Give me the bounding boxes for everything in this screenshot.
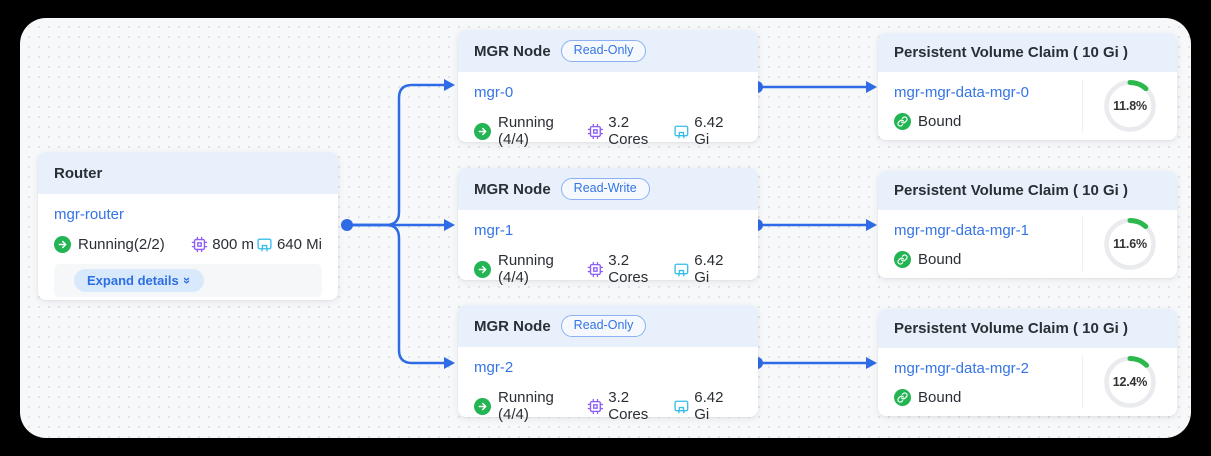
memory-icon — [256, 236, 273, 253]
cpu-icon — [587, 261, 604, 278]
edge-source-dot — [341, 219, 353, 231]
pvc-status-text: Bound — [918, 251, 962, 268]
mgr-status-text: Running (4/4) — [498, 389, 554, 423]
usage-percent-label: 11.8% — [1113, 99, 1147, 113]
mgr-card-header: MGR Node Read-Only — [458, 30, 758, 72]
pvc-card-2[interactable]: Persistent Volume Claim ( 10 Gi ) mgr-mg… — [878, 309, 1177, 416]
mgr-node-card-2[interactable]: MGR Node Read-Only mgr-2 Running (4/4) 3… — [458, 305, 758, 423]
expand-details-label: Expand details — [87, 273, 179, 288]
router-memory-value: 640 Mi — [276, 236, 322, 253]
mgr-card-title: MGR Node — [474, 317, 551, 335]
edge-arrow — [444, 79, 455, 91]
pvc-card-header: Persistent Volume Claim ( 10 Gi ) — [878, 309, 1177, 348]
memory-icon — [673, 261, 690, 278]
bound-link-icon — [894, 113, 911, 130]
mgr-card-header: MGR Node Read-Write — [458, 168, 758, 210]
mgr-name-link[interactable]: mgr-1 — [474, 222, 514, 239]
pvc-name-link[interactable]: mgr-mgr-data-mgr-0 — [894, 84, 1030, 101]
router-status-text: Running(2/2) — [78, 236, 165, 253]
pvc-status-text: Bound — [918, 113, 962, 130]
memory-icon — [673, 398, 690, 415]
mgr-status-text: Running (4/4) — [498, 252, 554, 286]
divider — [1082, 79, 1083, 133]
mgr-memory-value: 6.42 Gi — [694, 252, 724, 286]
mgr-cpu-value: 3.2 Cores — [608, 389, 649, 423]
router-cpu-value: 800 m — [212, 236, 254, 253]
usage-gauge: 11.8% — [1083, 72, 1177, 140]
mode-badge: Read-Write — [560, 178, 650, 200]
pvc-card-1[interactable]: Persistent Volume Claim ( 10 Gi ) mgr-mg… — [878, 171, 1177, 278]
mgr-node-card-0[interactable]: MGR Node Read-Only mgr-0 Running (4/4) 3… — [458, 30, 758, 148]
usage-percent-label: 11.6% — [1113, 237, 1147, 251]
edge-arrow — [866, 219, 877, 231]
mgr-memory-value: 6.42 Gi — [694, 389, 724, 423]
pvc-card-title: Persistent Volume Claim ( 10 Gi ) — [894, 44, 1128, 61]
usage-gauge: 12.4% — [1083, 348, 1177, 416]
usage-percent-label: 12.4% — [1112, 375, 1148, 389]
mgr-card-header: MGR Node Read-Only — [458, 305, 758, 347]
edge-arrow — [866, 81, 877, 93]
pvc-name-link[interactable]: mgr-mgr-data-mgr-1 — [894, 222, 1030, 239]
cpu-icon — [587, 398, 604, 415]
running-status-icon — [474, 397, 491, 415]
chevron-double-down-icon: » — [179, 276, 195, 285]
pvc-status-text: Bound — [918, 389, 962, 406]
mgr-name-link[interactable]: mgr-2 — [474, 359, 514, 376]
bound-link-icon — [894, 251, 911, 268]
mgr-card-title: MGR Node — [474, 42, 551, 60]
mode-badge: Read-Only — [560, 315, 647, 337]
pvc-card-title: Persistent Volume Claim ( 10 Gi ) — [894, 320, 1128, 337]
divider — [1082, 217, 1083, 271]
mgr-cpu-value: 3.2 Cores — [608, 252, 649, 286]
pvc-card-0[interactable]: Persistent Volume Claim ( 10 Gi ) mgr-mg… — [878, 33, 1177, 140]
router-node-card[interactable]: Router mgr-router Running(2/2) 800 m — [38, 152, 338, 300]
mgr-status-text: Running (4/4) — [498, 114, 554, 148]
router-card-title: Router — [54, 164, 103, 182]
mode-badge: Read-Only — [560, 40, 647, 62]
memory-icon — [673, 123, 690, 140]
edge-arrow — [444, 357, 455, 369]
router-name-link[interactable]: mgr-router — [54, 206, 125, 223]
usage-gauge: 11.6% — [1083, 210, 1177, 278]
cpu-icon — [191, 236, 208, 253]
pvc-card-header: Persistent Volume Claim ( 10 Gi ) — [878, 171, 1177, 210]
running-status-icon — [474, 122, 491, 140]
pvc-card-header: Persistent Volume Claim ( 10 Gi ) — [878, 33, 1177, 72]
running-status-icon — [54, 236, 71, 253]
edge-router-mgr2 — [351, 223, 446, 365]
router-card-header: Router — [38, 152, 338, 194]
edge-arrow — [866, 357, 877, 369]
running-status-icon — [474, 260, 491, 278]
expand-details-button[interactable]: Expand details » — [74, 269, 204, 292]
mgr-name-link[interactable]: mgr-0 — [474, 84, 514, 101]
topology-canvas[interactable]: Router mgr-router Running(2/2) 800 m — [20, 18, 1191, 438]
divider — [1082, 355, 1083, 409]
router-card-footer: Expand details » — [54, 264, 322, 297]
mgr-cpu-value: 3.2 Cores — [608, 114, 649, 148]
pvc-name-link[interactable]: mgr-mgr-data-mgr-2 — [894, 360, 1030, 377]
bound-link-icon — [894, 389, 911, 406]
mgr-node-card-1[interactable]: MGR Node Read-Write mgr-1 Running (4/4) … — [458, 168, 758, 286]
edge-router-mgr0 — [351, 83, 446, 227]
cpu-icon — [587, 123, 604, 140]
mgr-memory-value: 6.42 Gi — [694, 114, 724, 148]
edge-arrow — [444, 219, 455, 231]
mgr-card-title: MGR Node — [474, 180, 551, 198]
pvc-card-title: Persistent Volume Claim ( 10 Gi ) — [894, 182, 1128, 199]
